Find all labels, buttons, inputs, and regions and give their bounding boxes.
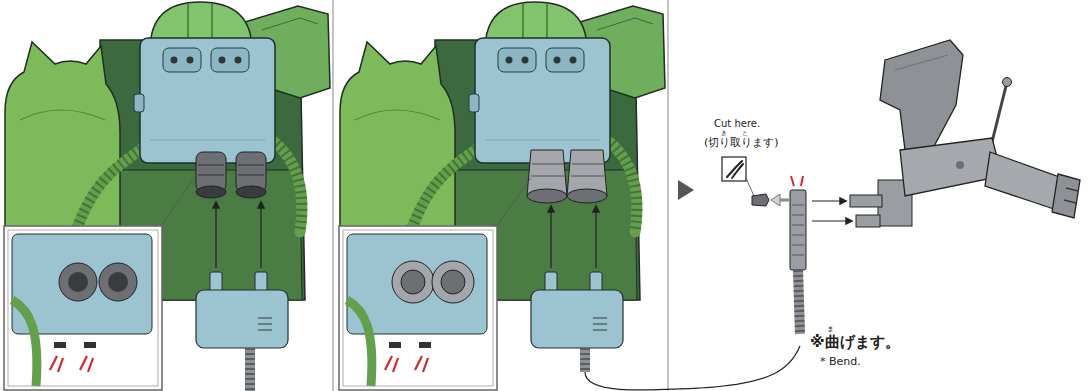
thruster	[196, 186, 226, 198]
grip-part	[812, 200, 846, 201]
grip-part	[792, 205, 804, 255]
instruction-text: (切り取ります)	[704, 137, 779, 149]
backpack-part	[545, 272, 557, 292]
bazooka	[850, 40, 1080, 227]
backpack-part	[590, 272, 602, 292]
detail-inset	[343, 230, 493, 386]
detail-inset	[385, 356, 428, 372]
bazooka	[1003, 78, 1012, 87]
detail-inset	[160, 175, 196, 228]
panel-divider	[332, 0, 333, 391]
backpack-part	[196, 202, 288, 391]
thruster	[527, 150, 607, 203]
detail-inset	[432, 261, 474, 303]
bazooka	[992, 86, 1006, 142]
nipper-icon	[722, 157, 754, 196]
detail-inset	[50, 356, 93, 372]
detail-inset	[4, 175, 196, 390]
thruster	[236, 186, 266, 198]
backpack-part	[595, 206, 596, 268]
detail-inset	[4, 226, 162, 390]
detail-inset	[339, 178, 531, 390]
backpack-part	[215, 202, 216, 268]
instruction-text: * Bend.	[820, 356, 861, 368]
backpack-part	[210, 272, 222, 292]
backpack-part	[260, 202, 261, 268]
grip-part	[791, 176, 803, 186]
backpack-part	[245, 348, 255, 391]
thruster	[531, 164, 605, 176]
detail-inset	[495, 178, 531, 228]
detail-inset	[347, 300, 372, 386]
detail-inset	[54, 342, 66, 348]
backpack-part	[258, 318, 272, 330]
backpack-part	[580, 348, 590, 372]
grip-part	[812, 220, 852, 221]
gate-piece	[752, 194, 789, 206]
backpack-part	[196, 290, 288, 348]
grip-part	[790, 176, 852, 334]
detail-inset	[12, 300, 37, 386]
bazooka	[1052, 174, 1080, 218]
furigana: き	[721, 130, 727, 137]
thruster	[527, 189, 567, 203]
thruster	[198, 165, 264, 175]
step-arrow	[678, 180, 694, 200]
backpack-part	[531, 206, 623, 372]
zaku-after	[339, 2, 665, 390]
gate-piece	[771, 194, 780, 206]
detail-inset	[419, 342, 431, 348]
grip-part	[790, 190, 806, 270]
bazooka	[856, 215, 880, 227]
nipper-icon	[727, 161, 743, 178]
bazooka	[900, 138, 1002, 196]
furigana: ま	[827, 326, 834, 334]
zaku-before	[4, 2, 330, 391]
bazooka	[956, 161, 964, 169]
backpack-part	[593, 318, 607, 330]
backpack-part	[550, 206, 551, 268]
detail-inset	[8, 230, 158, 386]
nipper-icon	[746, 178, 754, 196]
backpack-part	[531, 290, 623, 348]
detail-inset	[99, 263, 137, 301]
backpack-part	[255, 272, 267, 292]
thruster	[567, 189, 607, 203]
gate-piece	[780, 199, 789, 202]
bazooka	[850, 195, 882, 207]
panel-divider	[667, 0, 668, 391]
furigana: と	[742, 130, 748, 137]
grip-part	[798, 270, 800, 334]
backpack-part	[580, 348, 590, 372]
grip-part	[798, 270, 800, 334]
detail-inset	[389, 342, 401, 348]
flow-line	[585, 346, 800, 390]
detail-inset	[59, 263, 97, 301]
detail-inset	[392, 261, 434, 303]
backpack-part	[245, 348, 255, 391]
detail-inset	[401, 270, 425, 294]
thruster	[196, 152, 266, 198]
bazooka	[880, 40, 963, 150]
detail-inset	[339, 226, 497, 390]
gate-piece	[752, 194, 769, 206]
detail-inset	[84, 342, 96, 348]
bazooka	[985, 152, 1062, 210]
bazooka	[895, 55, 948, 70]
detail-inset	[108, 272, 128, 292]
detail-inset	[68, 272, 88, 292]
instruction-text: Cut here.	[714, 118, 760, 129]
nipper-icon	[722, 157, 746, 181]
instruction-text: ※曲げます。	[810, 334, 900, 351]
bazooka	[1064, 188, 1078, 203]
detail-inset	[441, 270, 465, 294]
